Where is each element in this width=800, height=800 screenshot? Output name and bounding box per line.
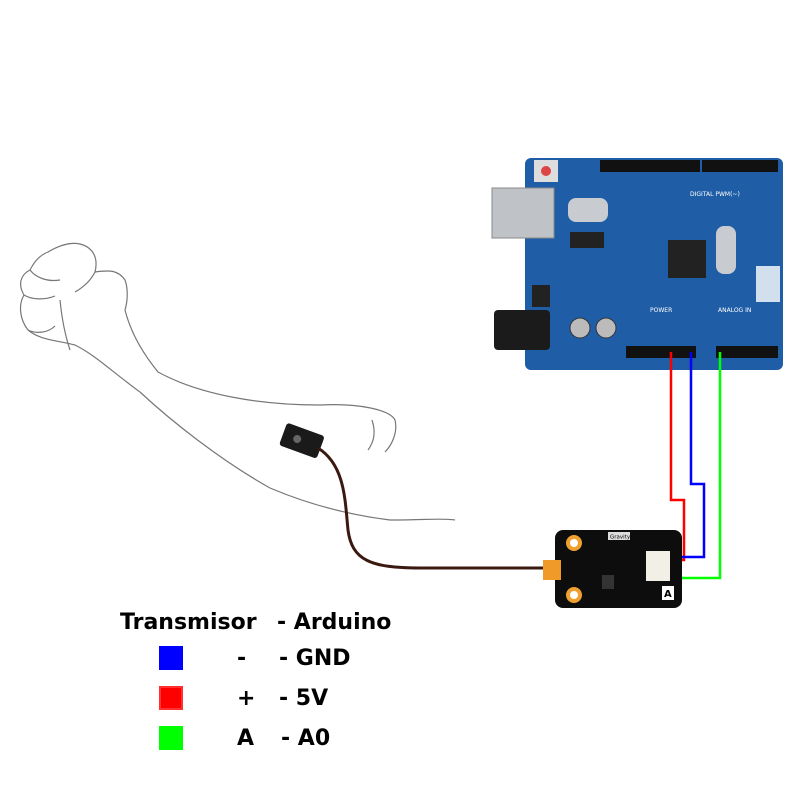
arduino-board: DIGITAL PWM(~) POWER ANALOG IN <box>491 158 783 370</box>
wire-5v-red <box>669 352 686 562</box>
power-label: POWER <box>650 307 672 314</box>
emg-sensor-module: Gravity A <box>543 530 682 608</box>
wire-a0-green <box>676 352 722 580</box>
analog-label: ANALOG IN <box>718 307 751 314</box>
sensor-cable <box>317 446 545 570</box>
wire-gnd-blue <box>672 352 706 559</box>
arm-sketch <box>19 242 456 521</box>
electrode-pad <box>279 423 324 458</box>
sensor-type-label: A <box>664 589 672 600</box>
digital-label: DIGITAL PWM(~) <box>690 191 740 198</box>
sensor-brand-label: Gravity <box>610 535 631 541</box>
